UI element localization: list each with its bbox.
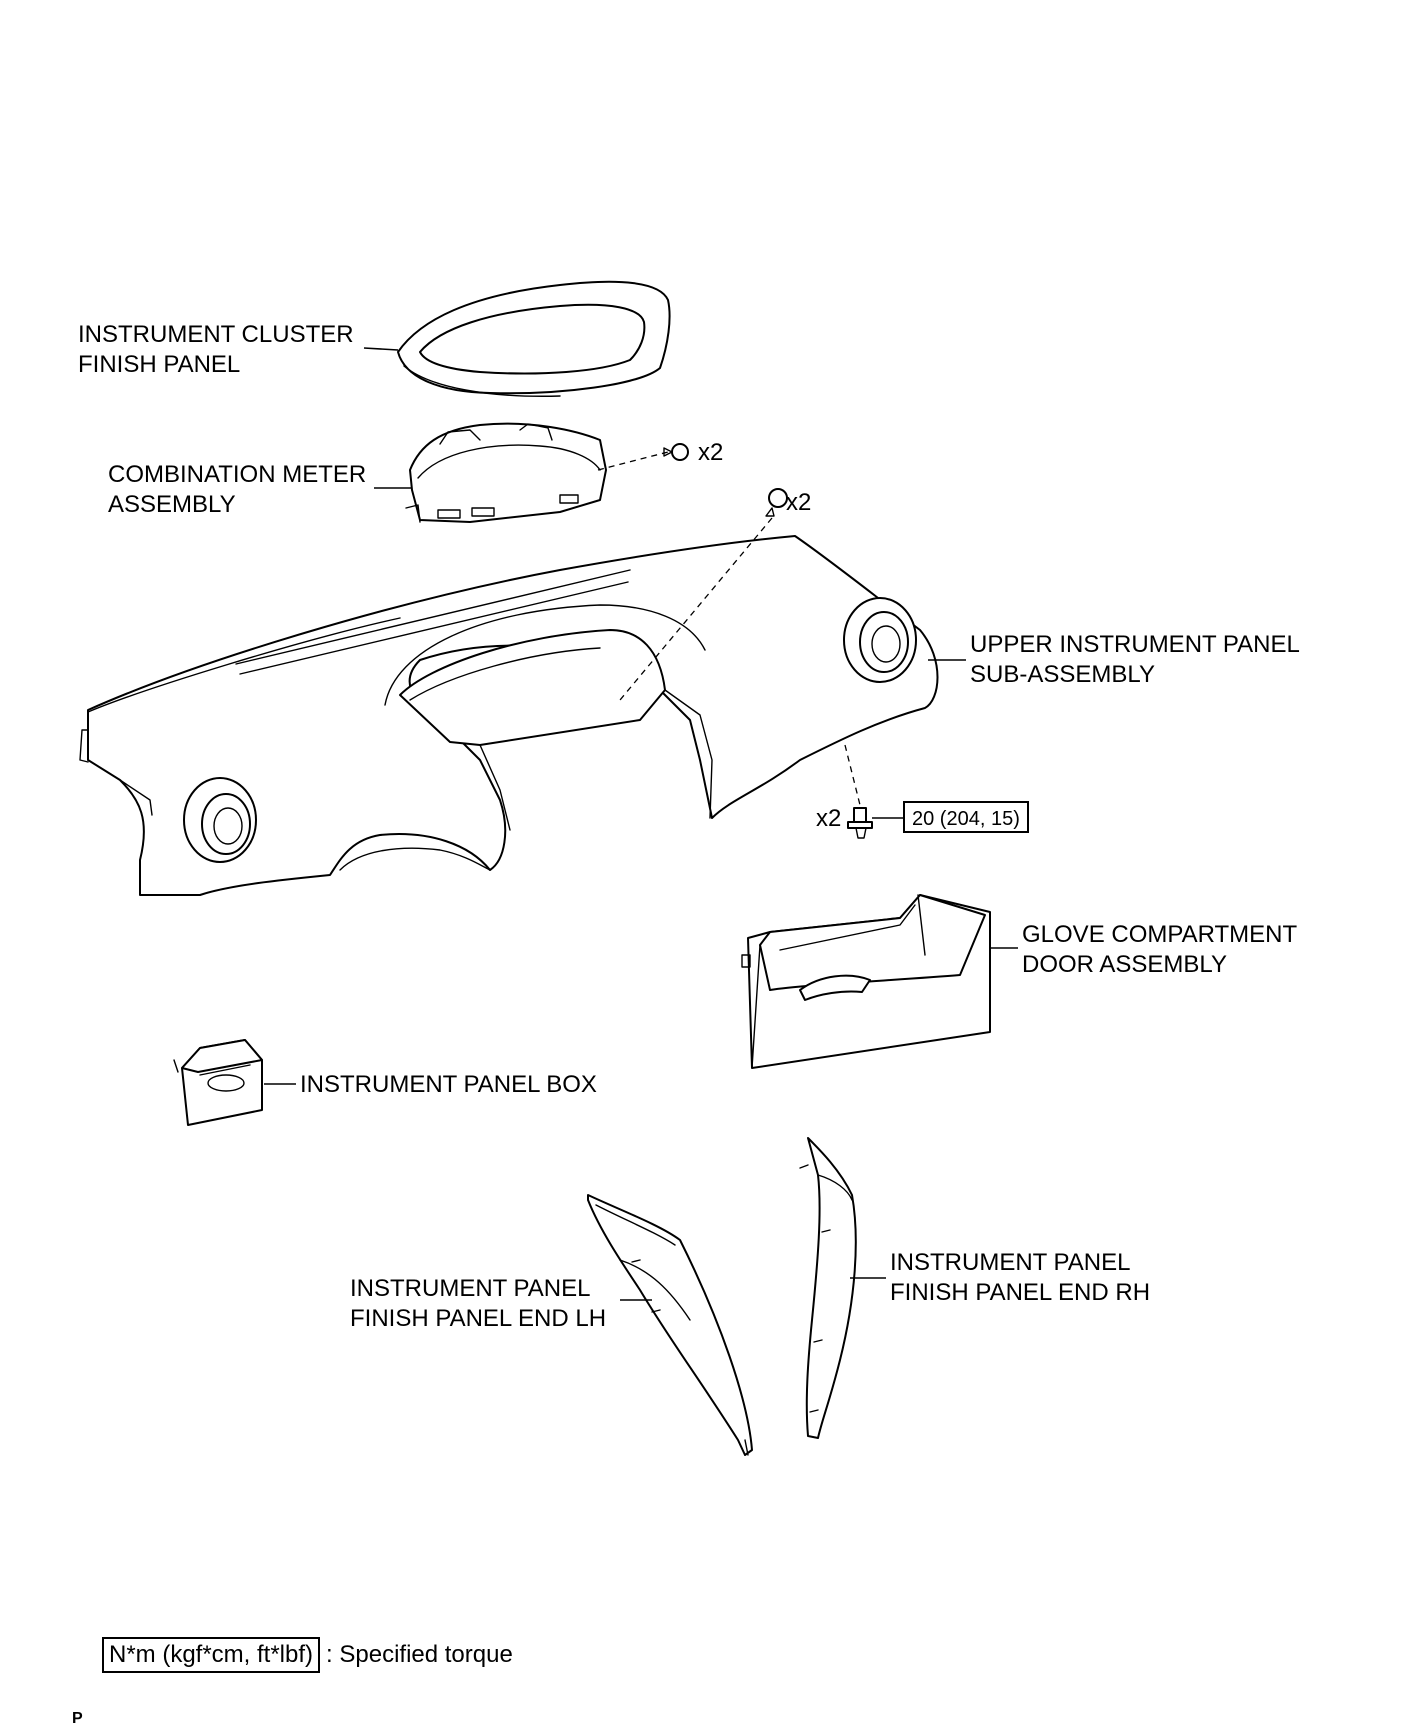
combination-meter-label-line1: COMBINATION METER <box>108 461 366 488</box>
meter-screw-icon <box>663 443 689 461</box>
cluster-finish-panel-label-line1: INSTRUMENT CLUSTER <box>78 321 354 348</box>
instrument-panel-finish-panel-end-lh <box>587 1194 753 1456</box>
panel-box-label: INSTRUMENT PANEL BOX <box>300 1071 597 1098</box>
upper-instrument-panel-sub-assembly <box>79 535 939 896</box>
glove-compartment-label-line2: DOOR ASSEMBLY <box>1022 951 1227 978</box>
finish-end-rh-label-line1: INSTRUMENT PANEL <box>890 1249 1130 1276</box>
panel-bolt-lower-count: x2 <box>816 805 841 832</box>
glove-compartment-door-assembly <box>741 894 991 1069</box>
instrument-panel-box <box>173 1039 263 1126</box>
panel-bolt-lower-icon <box>847 807 873 839</box>
cluster-finish-panel-leader <box>363 347 399 351</box>
legend-unit-box: N*m (kgf*cm, ft*lbf) <box>102 1637 321 1673</box>
panel-screw-upper-count: x2 <box>786 489 811 516</box>
meter-screw-guide-line <box>597 451 669 471</box>
finish-end-lh-label-line1: INSTRUMENT PANEL <box>350 1275 590 1302</box>
lh-air-vent-icon <box>183 777 257 863</box>
finish-end-lh-label-line2: FINISH PANEL END LH <box>350 1305 606 1332</box>
corner-code: P <box>72 1710 83 1727</box>
instrument-panel-finish-panel-end-rh <box>799 1137 857 1439</box>
instrument-cluster-finish-panel <box>397 280 671 397</box>
upper-panel-label-line1: UPPER INSTRUMENT PANEL <box>970 631 1300 658</box>
torque-spec-box <box>903 801 1029 833</box>
panel-screw-upper-icon <box>765 488 788 517</box>
combination-meter-label-line2: ASSEMBLY <box>108 491 236 518</box>
panel-bolt-guide-line <box>844 744 861 806</box>
combination-meter-assembly <box>405 422 607 523</box>
upper-panel-label-line2: SUB-ASSEMBLY <box>970 661 1155 688</box>
torque-legend: N*m (kgf*cm, ft*lbf) : Specified torque <box>102 1637 513 1673</box>
finish-end-rh-label-line2: FINISH PANEL END RH <box>890 1279 1150 1306</box>
meter-screw-count: x2 <box>698 439 723 466</box>
glove-compartment-label-line1: GLOVE COMPARTMENT <box>1022 921 1297 948</box>
cluster-finish-panel-label-line2: FINISH PANEL <box>78 351 240 378</box>
legend-description: : Specified torque <box>326 1641 513 1668</box>
rh-air-vent-icon <box>843 597 917 683</box>
torque-spec-value: 20 (204, 15) <box>912 808 1020 830</box>
